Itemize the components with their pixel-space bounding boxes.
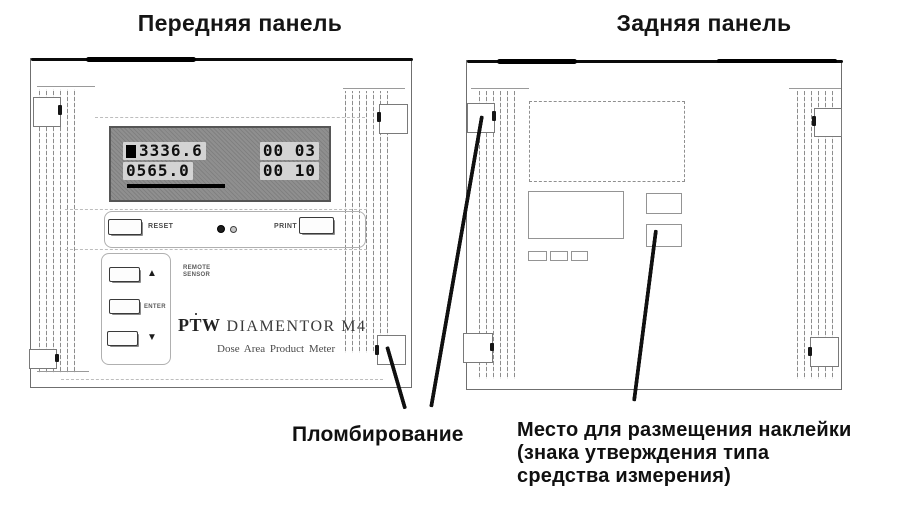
sticker-caption-line2: (знака утверждения типа <box>517 442 770 464</box>
lcd-value-dose: 3336.6 <box>123 142 206 160</box>
rear-panel-title: Задняя панель <box>616 10 792 36</box>
ptw-logo: PTW <box>178 315 221 335</box>
seal-screw-front-top-right <box>379 104 408 134</box>
down-arrow-label: ▼ <box>147 332 157 343</box>
front-panel-title: Передняя панель <box>137 10 343 36</box>
rear-large-cutout <box>529 101 685 182</box>
scan-line <box>65 209 367 210</box>
vent-slots-right <box>797 91 839 379</box>
front-panel-top-edge <box>31 58 413 61</box>
seal-mark <box>490 343 494 351</box>
seal-mark <box>492 111 496 121</box>
status-led-light <box>230 226 237 233</box>
scan-line <box>95 117 365 118</box>
vent-bottom-line-left <box>37 371 89 372</box>
seal-mark <box>377 112 381 122</box>
sticker-caption-line1: Место для размещения наклейки <box>517 419 852 441</box>
enter-button <box>109 299 140 314</box>
sticker-caption-line3: средства измерения) <box>517 465 732 487</box>
vent-top-line-left <box>37 86 95 87</box>
rear-panel-top-edge <box>467 60 843 63</box>
vent-slots-right <box>345 91 389 353</box>
reset-print-groupbox <box>104 211 366 248</box>
sticker-area-rect <box>646 224 682 247</box>
print-button <box>299 217 334 234</box>
sealing-caption: Пломбирование <box>292 423 464 446</box>
rear-small-cutout-top <box>646 193 682 214</box>
seal-screw-rear-bottom-right <box>810 337 839 367</box>
seal-mark <box>375 345 379 355</box>
remote-sensor-label: REMOTE SENSOR <box>183 265 210 279</box>
seal-screw-rear-top-right <box>814 108 842 137</box>
up-arrow-label: ▲ <box>147 268 157 279</box>
vent-top-line-right <box>343 88 405 89</box>
rear-tiny-cutout-1 <box>528 251 547 261</box>
vent-top-line-left <box>471 88 529 89</box>
seal-mark <box>808 347 812 356</box>
seal-screw-rear-bottom-left <box>463 333 493 363</box>
vent-top-line-right <box>789 88 841 89</box>
vent-slots-left <box>479 91 519 379</box>
rear-tiny-cutout-3 <box>571 251 588 261</box>
seal-mark <box>55 354 59 362</box>
enter-label: ENTER <box>144 304 166 310</box>
rear-panel-top-edge-blob <box>497 59 577 64</box>
seal-screw-front-bottom-right <box>377 335 406 365</box>
brand-line: PTW DIAMENTOR M4 <box>178 313 367 336</box>
lcd-value-time-1: 00 03 <box>259 142 319 160</box>
remote-sensor-line2: SENSOR <box>183 272 211 278</box>
seal-mark <box>812 116 816 126</box>
remote-sensor-line1: REMOTE <box>183 265 211 271</box>
lcd-row-2: 0565.0 00 10 <box>123 162 319 180</box>
status-led-dark <box>217 225 225 233</box>
front-panel-top-edge-blob <box>86 57 196 62</box>
up-button <box>109 267 140 282</box>
print-label: PRINT <box>274 223 297 230</box>
lcd-value-time-2: 00 10 <box>259 162 319 180</box>
rear-panel-top-edge-blob <box>717 59 837 63</box>
sticker-caption: Место для размещения наклейки (знака утв… <box>517 419 897 488</box>
lcd-row-1: 3336.6 00 03 <box>123 142 319 160</box>
ptw-logo-dot <box>195 313 197 315</box>
product-subtitle: Dose Area Product Meter <box>217 343 336 355</box>
lcd-value-rate: 0565.0 <box>123 162 193 180</box>
reset-button <box>108 219 142 235</box>
model-name: DIAMENTOR M4 <box>226 318 367 335</box>
vent-slots-left <box>39 89 81 373</box>
keypad-groupbox <box>101 253 171 365</box>
seal-screw-front-bottom-left <box>29 349 57 369</box>
scan-line <box>61 379 383 380</box>
seal-screw-front-top-left <box>33 97 61 127</box>
seal-mark <box>58 105 62 115</box>
reset-label: RESET <box>148 223 174 230</box>
scan-line <box>65 249 367 250</box>
front-panel-drawing: 3336.6 00 03 0565.0 00 10 RESET PRINT ▲ … <box>29 57 413 388</box>
rear-medium-cutout <box>528 191 624 239</box>
rear-panel-drawing <box>463 59 843 390</box>
lcd-underline-bar <box>127 184 225 188</box>
rear-tiny-cutout-2 <box>550 251 568 261</box>
lcd-annunciator-block <box>126 145 136 158</box>
down-button <box>107 331 138 346</box>
